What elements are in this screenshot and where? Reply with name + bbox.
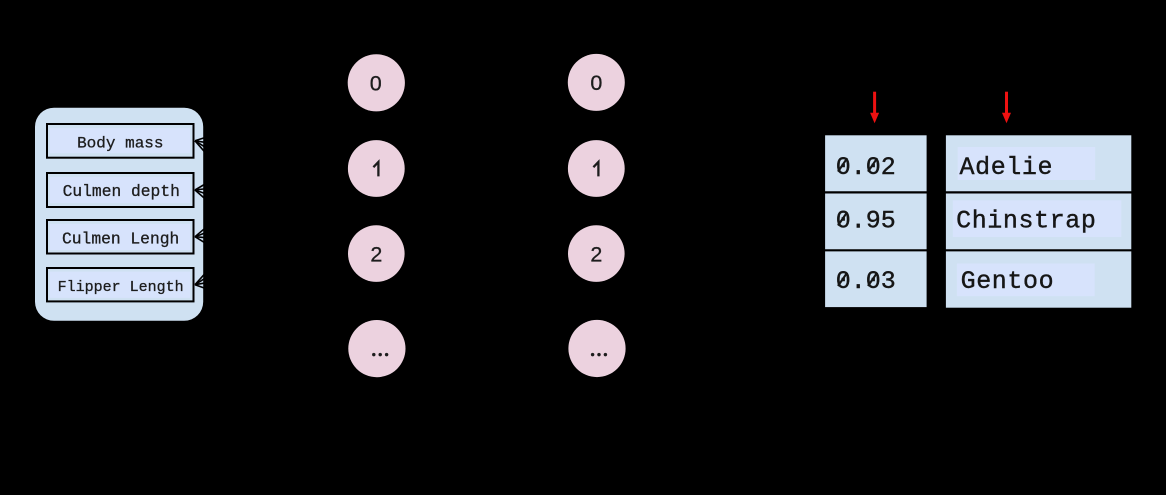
svg-text:2: 2 — [370, 242, 382, 266]
svg-text:Adelie: Adelie — [960, 153, 1054, 182]
svg-text:Gentoo: Gentoo — [961, 267, 1055, 296]
svg-text:0.95: 0.95 — [836, 207, 896, 236]
svg-text:0.03: 0.03 — [836, 267, 896, 296]
svg-text:0: 0 — [590, 71, 602, 95]
svg-text:Chinstrap: Chinstrap — [956, 207, 1096, 236]
svg-text:Culmen depth: Culmen depth — [63, 182, 180, 201]
svg-text:2: 2 — [590, 242, 602, 266]
svg-text:Flipper Length: Flipper Length — [58, 279, 184, 296]
svg-text:0: 0 — [370, 72, 382, 96]
svg-text:Culmen Lengh: Culmen Lengh — [62, 230, 179, 249]
svg-text:Body mass: Body mass — [77, 134, 163, 152]
svg-text:0.02: 0.02 — [836, 153, 896, 182]
